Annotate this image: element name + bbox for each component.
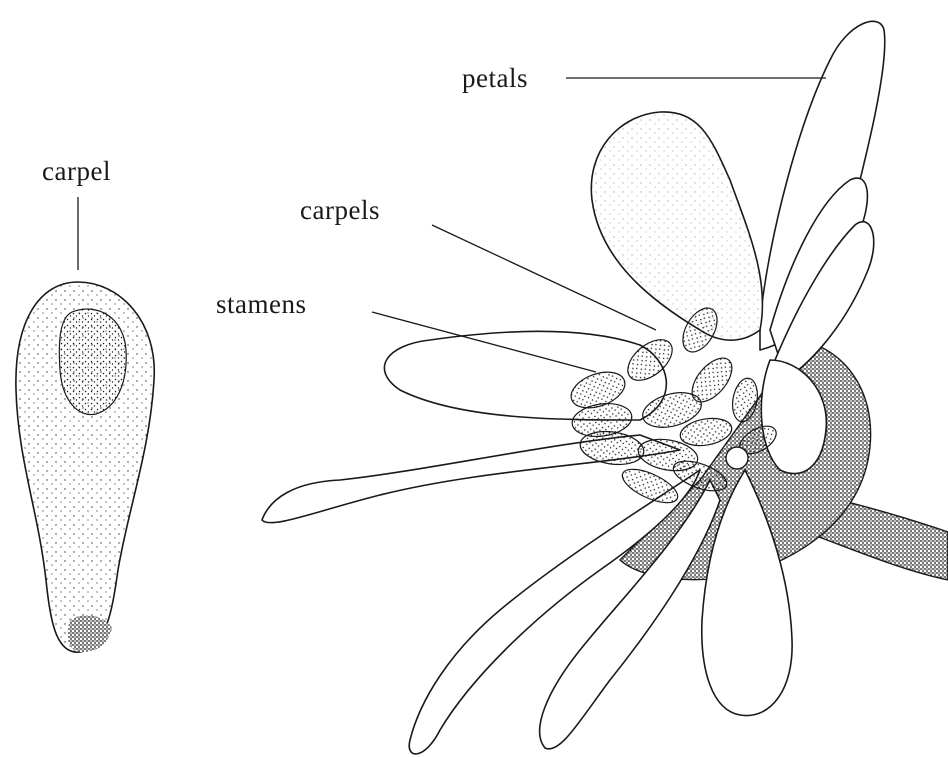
magnolia-flower [262,21,948,754]
central-carpel [726,447,748,469]
carpels-label: carpels [300,197,380,224]
stigma [59,309,126,415]
carpel-base-shading [68,615,112,652]
carpel-label: carpel [42,158,111,185]
petals-label: petals [462,65,528,92]
single-carpel [16,197,154,652]
stamens-label: stamens [216,291,307,318]
